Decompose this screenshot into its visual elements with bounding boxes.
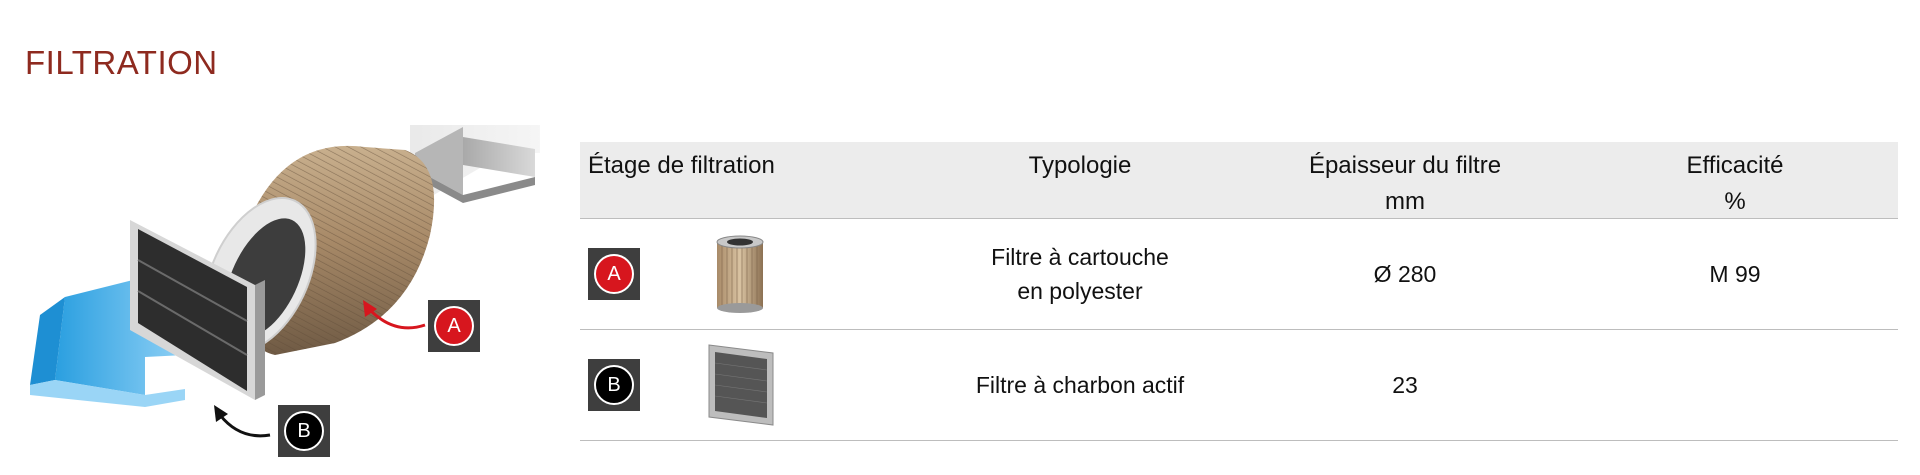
filtration-table: Étage de filtration Typologie Épaisseur … <box>580 142 1898 441</box>
filter-unit-diagram <box>30 125 540 438</box>
cell-efficiency: M 99 <box>1709 261 1761 287</box>
row-badge-a-label: A <box>594 254 634 294</box>
cell-type-line1: Filtre à cartouche <box>991 244 1169 270</box>
cell-thickness: Ø 280 <box>1373 261 1437 287</box>
cell-type-line2: en polyester <box>1017 278 1143 304</box>
cell-type: Filtre à charbon actif <box>976 368 1184 402</box>
cell-type-line1: Filtre à charbon actif <box>975 372 1185 398</box>
cell-thickness: 23 <box>1392 372 1418 398</box>
illustration-badge-a: A <box>428 300 480 352</box>
carbon-panel-drawing <box>130 220 265 400</box>
table-row: A <box>580 219 1898 330</box>
incoming-air-arrow <box>410 125 540 203</box>
badge-b-label: B <box>284 411 324 451</box>
badge-a-label: A <box>434 306 474 346</box>
header-thickness: Épaisseur du filtre mm <box>1309 148 1501 220</box>
header-efficiency-line1: Efficacité <box>1686 152 1784 179</box>
header-stage: Étage de filtration <box>588 152 775 179</box>
illustration-badge-b: B <box>278 405 330 457</box>
row-badge-a: A <box>588 248 640 300</box>
table-row: B Filtre à charbon actif 23 <box>580 330 1898 441</box>
row-badge-b-label: B <box>594 365 634 405</box>
header-efficiency: Efficacité % <box>1687 148 1784 220</box>
table-header: Étage de filtration Typologie Épaisseur … <box>580 142 1898 219</box>
header-efficiency-line2: % <box>1724 188 1746 215</box>
filtration-illustration: A B <box>25 125 545 465</box>
cartridge-filter-drawing <box>203 145 435 355</box>
arrow-b-curve <box>218 414 271 438</box>
header-thickness-line2: mm <box>1385 188 1425 215</box>
header-type: Typologie <box>1028 152 1132 179</box>
header-thickness-line1: Épaisseur du filtre <box>1308 152 1502 179</box>
arrow-a-curve <box>368 308 426 330</box>
cell-type: Filtre à cartouche en polyester <box>991 240 1169 308</box>
row-badge-b: B <box>588 359 640 411</box>
cartridge-filter-icon <box>716 235 764 313</box>
carbon-panel-filter-icon <box>708 344 774 426</box>
section-title: FILTRATION <box>25 44 218 81</box>
